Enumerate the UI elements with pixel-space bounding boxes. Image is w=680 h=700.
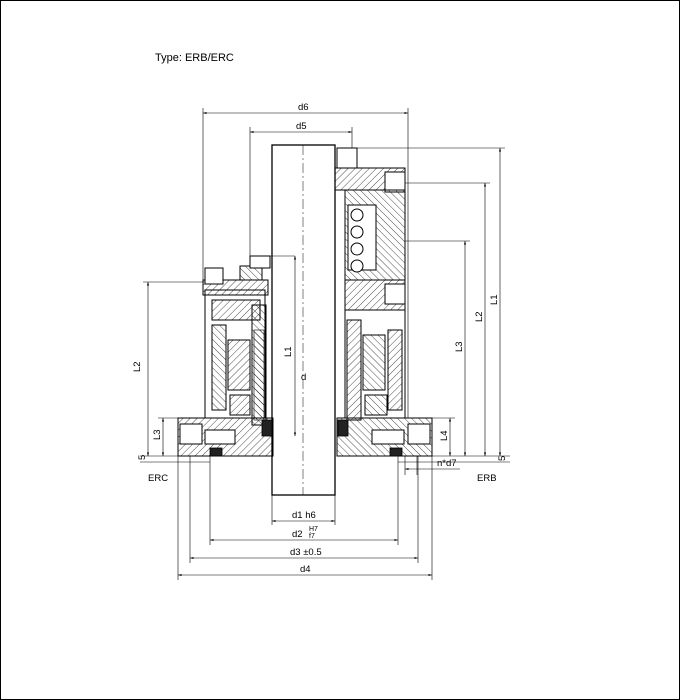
label-d3: d3 ±0.5 (290, 547, 322, 558)
dimension-left-5: 5 (137, 455, 210, 463)
label-erb: ERB (477, 473, 497, 484)
label-d6: d6 (298, 102, 309, 113)
label-d1: d1 h6 (292, 510, 316, 521)
label-l1-left: L1 (283, 346, 294, 357)
drawing-title: Type: ERB/ERC (155, 52, 234, 64)
label-l4-right: L4 (439, 430, 450, 441)
label-5-left: 5 (137, 455, 148, 460)
dimension-right-l1: L1 (357, 147, 505, 456)
dimension-left-l3: L3 (152, 417, 178, 456)
label-d2-tol-bottom: f7 (309, 533, 315, 540)
label-d2-tol-top: H7 (309, 526, 318, 533)
dimension-d1: d1 h6 (271, 495, 336, 525)
label-5-right: 5 (497, 456, 508, 461)
label-erc: ERC (148, 473, 168, 484)
label-d4: d4 (300, 564, 311, 575)
dimension-d2: d2 H7 f7 (209, 456, 399, 545)
dimension-d6: d6 (202, 102, 409, 418)
dimension-left-l1: L1 (268, 255, 297, 436)
label-l3-left: L3 (152, 429, 163, 440)
dimension-d5: d5 (249, 121, 353, 256)
right-seal-assembly (334, 147, 433, 457)
dimension-d3: d3 ±0.5 (189, 456, 419, 563)
label-d2: d2 (292, 529, 303, 540)
left-seal-assembly (177, 255, 274, 457)
dimension-d4: d4 (177, 456, 433, 580)
label-nd7: n*d7 (437, 458, 457, 469)
label-l1-right: L1 (489, 294, 500, 305)
label-l2-left: L2 (132, 361, 143, 372)
label-d5: d5 (296, 121, 307, 132)
dimension-nd7: n*d7 (404, 456, 460, 475)
label-d: d (301, 372, 306, 383)
dimension-left-l2: L2 (132, 281, 205, 456)
label-l2-right: L2 (474, 311, 485, 322)
label-l3-right: L3 (454, 341, 465, 352)
dimension-right-l3: L3 (405, 240, 470, 456)
shaft (271, 144, 336, 496)
dimension-right-5: 5 (398, 455, 510, 463)
dimension-right-l4: L4 (432, 417, 455, 456)
dimension-right-l2: L2 (405, 182, 490, 456)
